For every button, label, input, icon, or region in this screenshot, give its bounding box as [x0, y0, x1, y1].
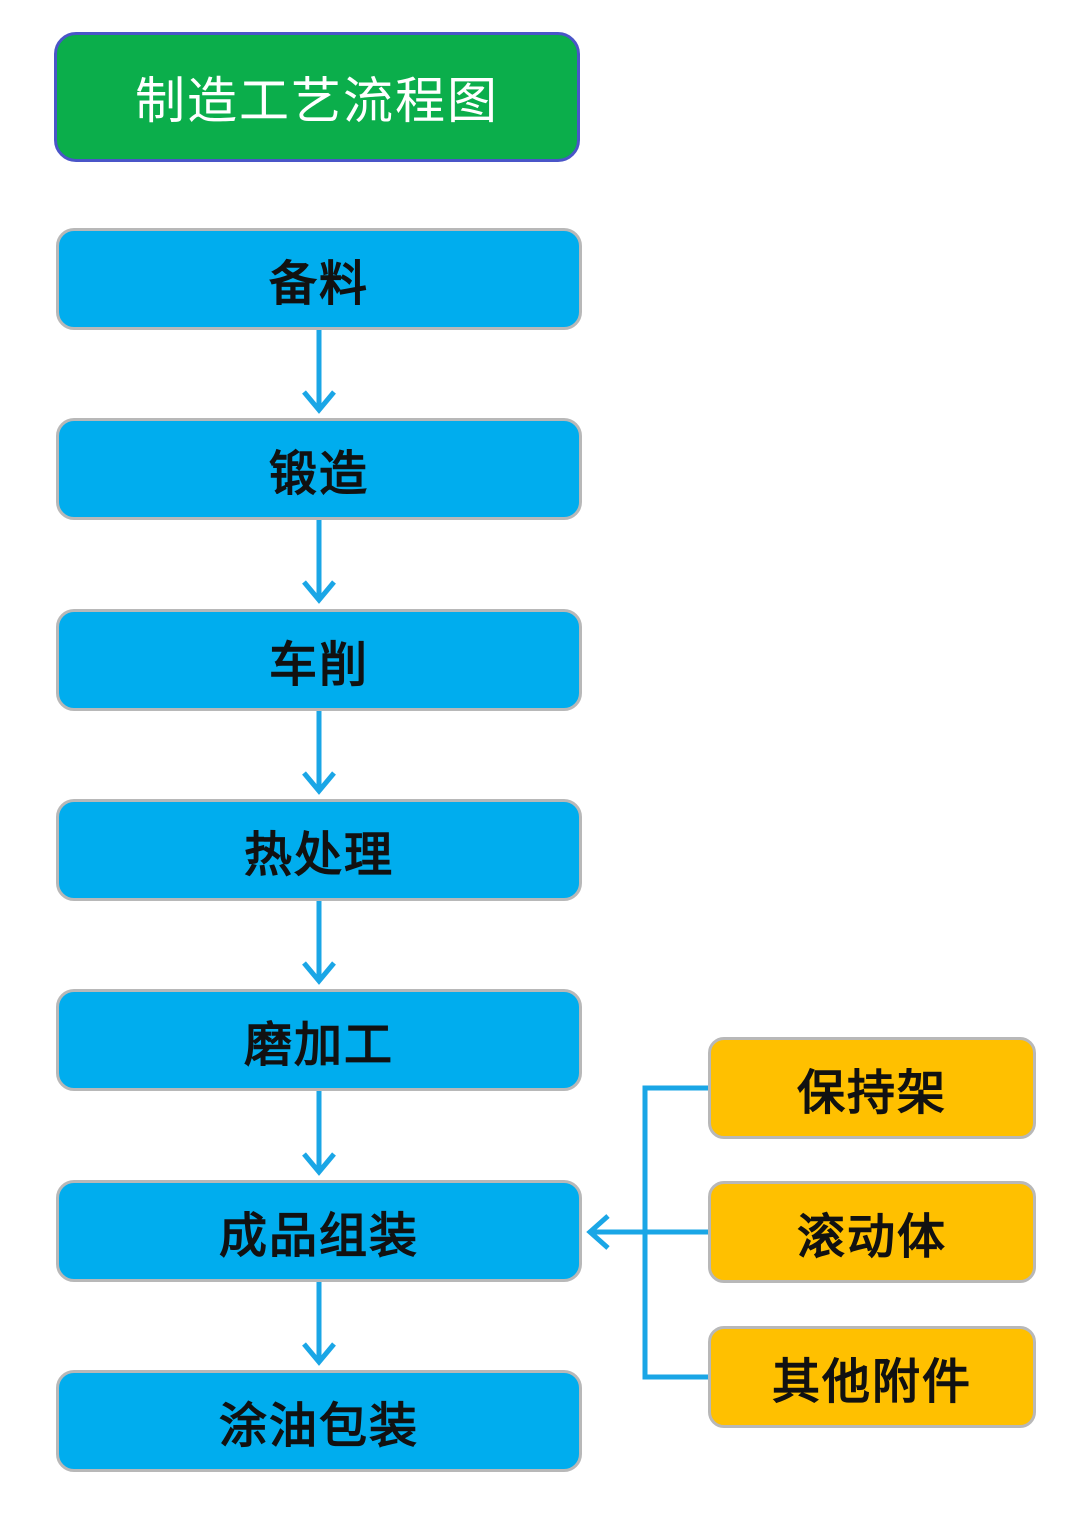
flow-arrow — [302, 520, 336, 604]
flow-arrow — [302, 1282, 336, 1366]
component-bracket — [586, 1085, 708, 1380]
flow-arrow — [302, 330, 336, 414]
step-heat-treatment: 热处理 — [56, 799, 582, 901]
component-rolling-element: 滚动体 — [708, 1181, 1036, 1283]
step-grinding: 磨加工 — [56, 989, 582, 1091]
component-cage: 保持架 — [708, 1037, 1036, 1139]
step-material-prep: 备料 — [56, 228, 582, 330]
flow-arrow — [302, 901, 336, 985]
step-assembly: 成品组装 — [56, 1180, 582, 1282]
step-turning: 车削 — [56, 609, 582, 711]
component-other-accessories: 其他附件 — [708, 1326, 1036, 1428]
flow-arrow — [302, 1091, 336, 1176]
diagram-title: 制造工艺流程图 — [54, 32, 580, 162]
step-forging: 锻造 — [56, 418, 582, 520]
flow-arrow — [302, 711, 336, 795]
step-oiling-packing: 涂油包装 — [56, 1370, 582, 1472]
